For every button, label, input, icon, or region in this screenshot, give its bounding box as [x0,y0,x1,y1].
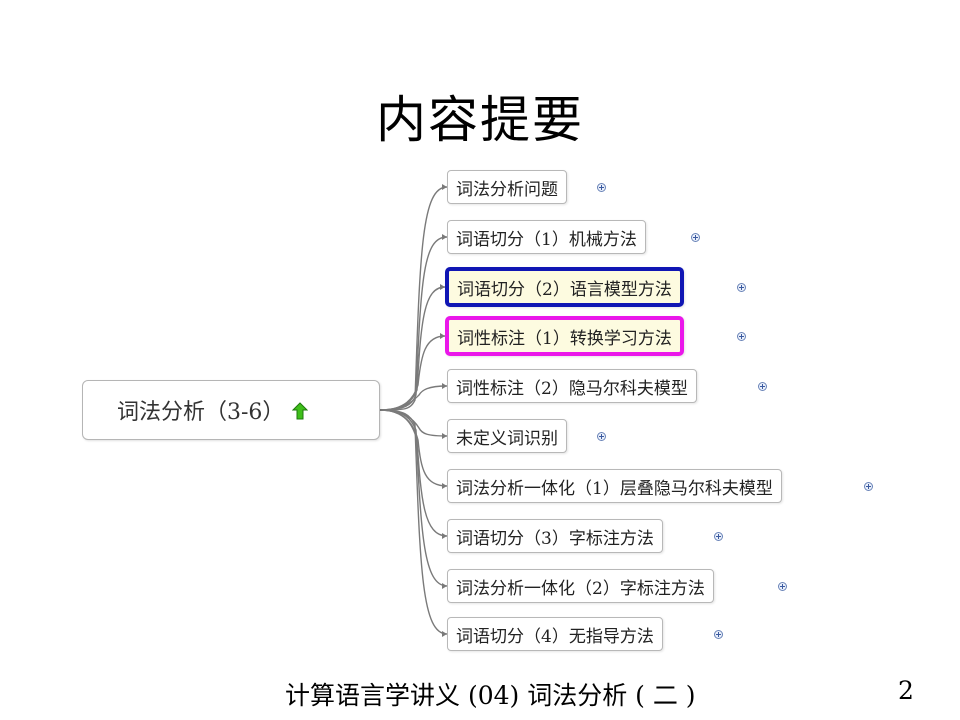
expand-plus-icon[interactable] [714,532,723,541]
expand-plus-icon[interactable] [737,283,746,292]
node-label: 词法分析一体化（1）层叠隐马尔科夫模型 [456,478,773,499]
expand-plus-icon[interactable] [597,432,606,441]
expand-plus-icon[interactable] [597,183,606,192]
page-number: 2 [898,676,914,705]
node-label: 词语切分（2）语言模型方法 [457,279,672,300]
arrowhead-1 [442,184,447,190]
expand-plus-icon[interactable] [691,233,700,242]
connector-4 [379,335,446,411]
expand-plus-icon[interactable] [758,382,767,391]
connector-3 [379,286,446,411]
expand-plus-icon[interactable] [737,332,746,341]
mindmap-node-2[interactable]: 词语切分（1）机械方法 [447,220,646,254]
connector-9 [379,409,448,587]
mindmap-node-7[interactable]: 词法分析一体化（1）层叠隐马尔科夫模型 [447,469,782,503]
node-label: 词语切分（3）字标注方法 [456,528,654,549]
connector-1 [379,186,448,411]
node-label: 词性标注（2）隐马尔科夫模型 [456,378,688,399]
footer-text: 计算语言学讲义 (04) 词法分析 ( 二 ) [285,681,696,710]
expand-plus-icon[interactable] [864,482,873,491]
expand-plus-icon[interactable] [778,582,787,591]
slide-footer: 计算语言学讲义 (04) 词法分析 ( 二 ) 2 [0,676,960,716]
node-label: 词语切分（4）无指导方法 [456,626,654,647]
arrowhead-5 [442,383,447,389]
mindmap-node-1[interactable]: 词法分析问题 [447,170,567,204]
arrowhead-7 [442,483,447,489]
arrowhead-6 [442,433,447,439]
mindmap-node-6[interactable]: 未定义词识别 [447,419,567,453]
connector-2 [379,236,448,411]
mindmap-node-9[interactable]: 词法分析一体化（2）字标注方法 [447,569,714,603]
green-up-arrow-icon[interactable] [292,401,309,420]
mindmap-root-node[interactable]: 词法分析（3-6） [82,380,380,440]
arrowhead-4 [440,333,445,339]
node-label: 词性标注（1）转换学习方法 [457,328,672,349]
connector-8 [379,409,448,537]
arrowhead-9 [442,583,447,589]
mindmap-node-3-highlighted-blue[interactable]: 词语切分（2）语言模型方法 [445,267,684,307]
node-label: 词语切分（1）机械方法 [456,229,637,250]
arrowhead-8 [442,533,447,539]
node-label: 词法分析一体化（2）字标注方法 [456,578,705,599]
expand-plus-icon[interactable] [714,630,723,639]
connector-10 [379,409,448,635]
mindmap-node-8[interactable]: 词语切分（3）字标注方法 [447,519,663,553]
arrowhead-2 [442,234,447,240]
mindmap-node-4-highlighted-magenta[interactable]: 词性标注（1）转换学习方法 [445,316,684,356]
arrowhead-3 [440,284,445,290]
node-label: 词法分析问题 [456,179,558,200]
arrowhead-10 [442,631,447,637]
slide-title: 内容提要 [376,91,584,149]
node-label: 未定义词识别 [456,428,558,449]
root-node-label: 词法分析（3-6） [117,400,285,425]
connector-5 [379,385,448,411]
mindmap-node-5[interactable]: 词性标注（2）隐马尔科夫模型 [447,369,697,403]
mindmap-node-10[interactable]: 词语切分（4）无指导方法 [447,617,663,651]
